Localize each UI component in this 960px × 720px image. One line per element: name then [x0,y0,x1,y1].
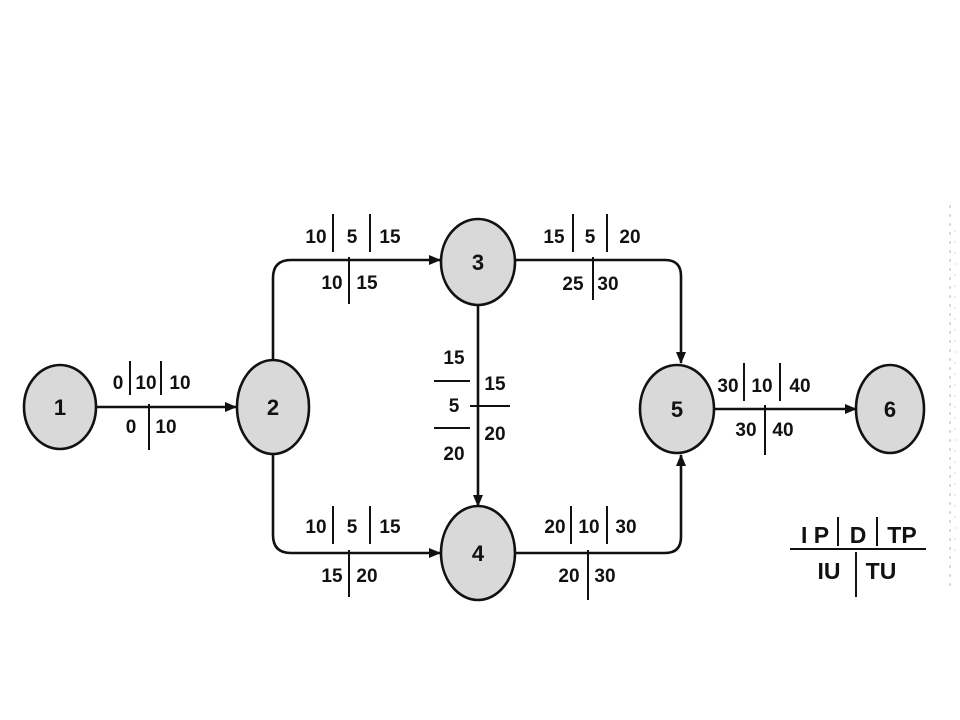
node-6-label: 6 [884,397,896,422]
activity-label-2-3: 10 5 15 10 15 [305,214,401,304]
node-1-label: 1 [54,395,66,420]
activity-1-2-d: 10 [135,373,156,394]
activity-label-4-5: 20 10 30 20 30 [544,506,637,600]
scan-edge-artifacts [949,205,956,590]
edge-2-3 [271,255,441,360]
activity-3-5-iu: 25 [562,274,584,295]
legend-tp: TP [887,522,916,548]
edges [96,255,857,558]
activity-5-6-iu: 30 [735,420,756,441]
activity-4-5-tu: 30 [594,566,615,587]
node-1: 1 [22,363,98,451]
node-4: 4 [439,504,517,602]
legend-d: D [850,522,867,548]
activity-1-2-ip: 0 [113,373,124,394]
activity-3-5-d: 5 [585,227,596,248]
activity-label-1-2: 0 10 10 0 10 [113,361,191,450]
node-6: 6 [854,363,926,455]
activity-2-3-tp: 15 [379,227,401,248]
activity-2-4-tu: 20 [356,566,377,587]
activity-3-5-tp: 20 [619,227,640,248]
legend-iu: IU [818,558,841,584]
activity-5-6-tu: 40 [772,420,793,441]
activity-label-5-6: 30 10 40 30 40 [717,363,811,455]
activity-2-3-ip: 10 [305,227,326,248]
node-5-label: 5 [671,397,683,422]
legend-key: I P D TP IU TU [790,517,926,597]
activity-1-2-tu: 10 [155,417,176,438]
edge-4-5 [515,454,686,555]
activity-4-5-iu: 20 [558,566,579,587]
activity-3-4-iu: 15 [484,374,506,395]
activity-4-5-d: 10 [578,517,599,538]
activity-3-4-d: 5 [449,396,460,417]
nodes: 1 2 3 4 5 6 [22,217,926,602]
activity-2-4-tp: 15 [379,517,401,538]
legend-tu: TU [866,558,897,584]
activity-2-3-iu: 10 [321,273,342,294]
activity-label-2-4: 10 5 15 15 20 [305,506,401,597]
activity-2-4-d: 5 [347,517,358,538]
activity-4-5-ip: 20 [544,517,565,538]
activity-5-6-d: 10 [751,376,772,397]
node-2: 2 [235,358,311,456]
legend-ip: I P [801,522,829,548]
activity-5-6-tp: 40 [789,376,810,397]
activity-2-3-d: 5 [347,227,358,248]
activity-3-5-ip: 15 [543,227,565,248]
node-3-label: 3 [472,250,484,275]
edge-3-5 [515,258,686,364]
node-5: 5 [638,363,716,455]
activity-label-3-5: 15 5 20 25 30 [543,214,641,300]
activity-2-3-tu: 15 [356,273,378,294]
activity-3-4-tu: 20 [484,424,505,445]
activity-2-4-iu: 15 [321,566,343,587]
edge-2-4 [271,454,441,558]
activity-3-4-tp: 20 [443,444,464,465]
activity-3-4-ip: 15 [443,348,465,369]
node-4-label: 4 [472,541,485,566]
activity-1-2-tp: 10 [169,373,190,394]
activity-2-4-ip: 10 [305,517,326,538]
activity-4-5-tp: 30 [615,517,636,538]
activity-label-3-4: 15 15 5 20 20 [434,348,510,465]
activity-1-2-iu: 0 [126,417,137,438]
node-3: 3 [439,217,517,307]
activity-3-5-tu: 30 [597,274,618,295]
activity-5-6-ip: 30 [717,376,738,397]
node-2-label: 2 [267,395,279,420]
